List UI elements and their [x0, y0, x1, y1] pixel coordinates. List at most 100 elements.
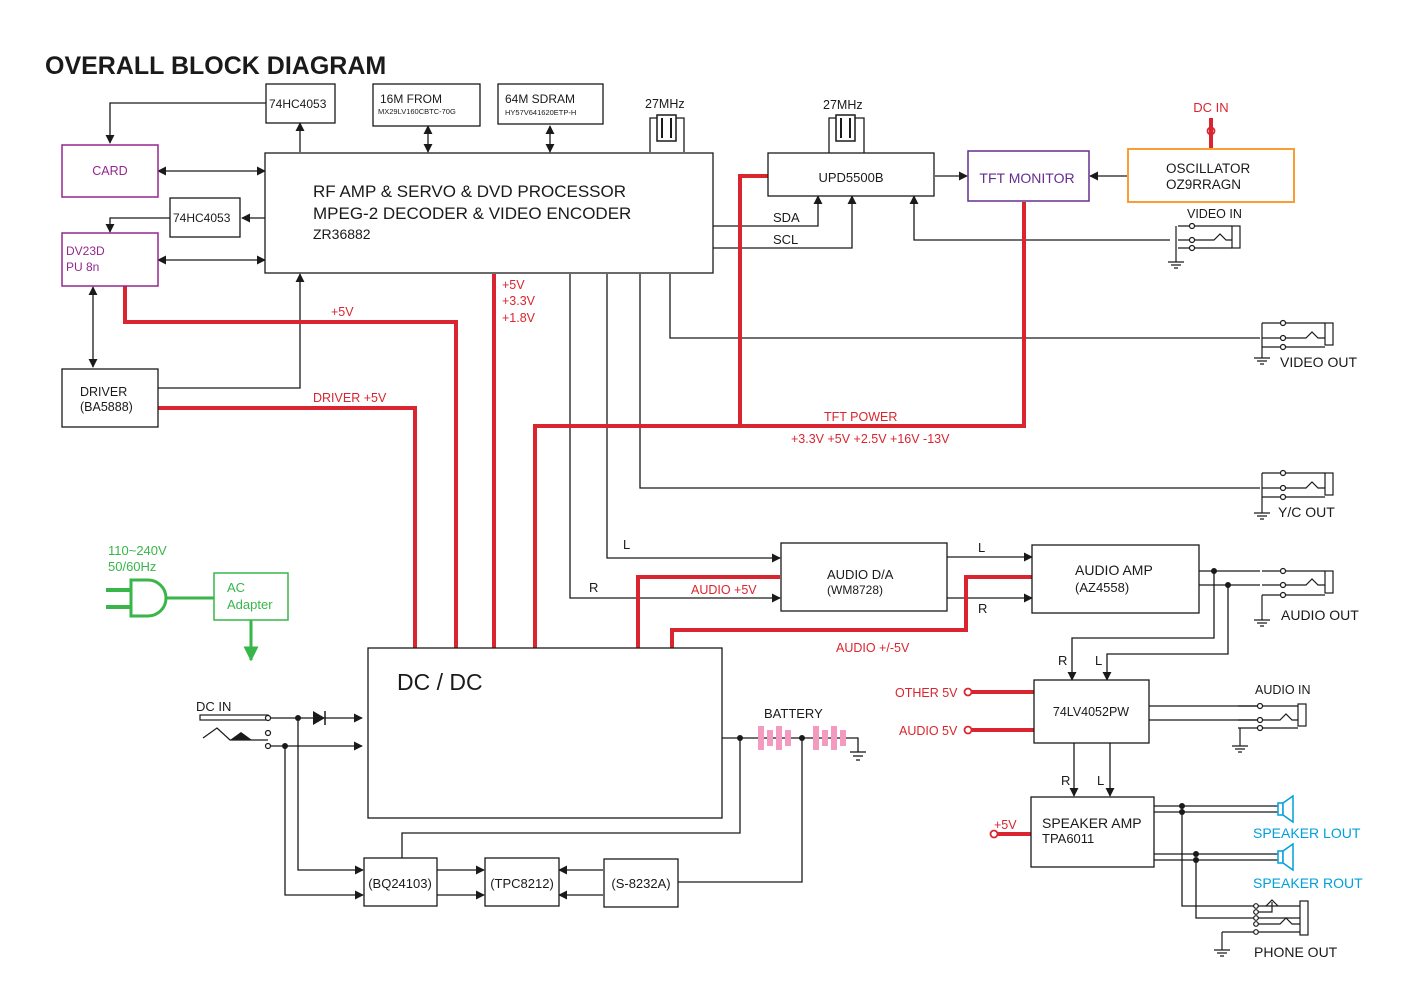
- block-74hc4053-top-label: 74HC4053: [269, 97, 327, 111]
- label-l-amp-in: L: [978, 540, 985, 555]
- label-l-da-in: L: [623, 537, 630, 552]
- yc-out-jack: [1254, 469, 1334, 520]
- block-oscillator-line2: OZ9RRAGN: [1166, 177, 1241, 192]
- power-label-tft-rails: +3.3V +5V +2.5V +16V -13V: [791, 432, 950, 446]
- power-label-proc-3v3: +3.3V: [502, 294, 536, 308]
- power-label-5v: +5V: [331, 305, 354, 319]
- audio-in-jack: [1232, 702, 1307, 753]
- label-r-da-in: R: [589, 580, 598, 595]
- label-r-spk-in: R: [1061, 773, 1070, 788]
- block-dcdc[interactable]: DC / DC: [367, 647, 723, 819]
- block-processor-line3: ZR36882: [313, 226, 371, 242]
- video-out-jack: [1254, 319, 1334, 365]
- block-audio-da-line2: (WM8728): [827, 583, 883, 597]
- block-sdram[interactable]: 64M SDRAM HY57V641620ETP-H: [497, 83, 604, 125]
- block-oscillator[interactable]: OSCILLATOR OZ9RRAGN: [1127, 148, 1295, 203]
- battery-label: BATTERY: [764, 706, 823, 721]
- speaker-lout-icon: [1277, 794, 1294, 824]
- power-label-audio-pm5v: AUDIO +/-5V: [836, 641, 910, 655]
- crystal-2: 27MHz: [823, 98, 863, 142]
- block-74lv4052pw[interactable]: 74LV4052PW: [1033, 679, 1150, 744]
- block-tft-monitor-label: TFT MONITOR: [979, 170, 1074, 186]
- block-74hc4053-mid[interactable]: 74HC4053: [169, 197, 241, 238]
- block-audio-da[interactable]: AUDIO D/A (WM8728): [780, 542, 948, 612]
- block-driver-line1: DRIVER: [80, 385, 127, 399]
- block-audio-amp-line1: AUDIO AMP: [1075, 562, 1153, 578]
- dc-in-left-label: DC IN: [196, 699, 231, 714]
- speaker-lout-label: SPEAKER LOUT: [1253, 825, 1361, 841]
- junction-dots: [282, 568, 1231, 863]
- power-labels: +5V DRIVER +5V +5V +3.3V +1.8V TFT POWER…: [313, 278, 1017, 832]
- block-audio-amp-line2: (AZ4558): [1075, 580, 1129, 595]
- block-processor-line1: RF AMP & SERVO & DVD PROCESSOR: [313, 182, 626, 201]
- block-ac-adapter-line2: Adapter: [227, 597, 273, 612]
- video-out-label: VIDEO OUT: [1280, 354, 1357, 370]
- block-dcdc-label: DC / DC: [397, 669, 483, 695]
- block-bq24103-label: (BQ24103): [368, 876, 432, 891]
- power-label-audio5v: AUDIO +5V: [691, 583, 757, 597]
- block-from-line2: MX29LV160CBTC-70G: [378, 107, 456, 116]
- mains-line1: 110~240V: [108, 543, 167, 558]
- block-74hc4053-top[interactable]: 74HC4053: [265, 83, 336, 124]
- block-upd5500b[interactable]: UPD5500B: [767, 152, 935, 197]
- audio-out-jack: [1254, 567, 1334, 627]
- block-tft-monitor[interactable]: TFT MONITOR: [967, 150, 1090, 202]
- block-ac-adapter[interactable]: AC Adapter: [213, 572, 289, 662]
- block-speaker-amp-line1: SPEAKER AMP: [1042, 815, 1142, 831]
- block-pickup-line1: DV23D: [66, 244, 105, 258]
- dc-in-top-label: DC IN: [1193, 100, 1228, 115]
- signal-wires: [88, 102, 1278, 919]
- block-s8232a[interactable]: (S-8232A): [603, 858, 679, 908]
- power-label-tft: TFT POWER: [824, 410, 897, 424]
- block-driver-line2: (BA5888): [80, 400, 133, 414]
- block-pickup[interactable]: DV23D PU 8n: [61, 232, 159, 287]
- block-from[interactable]: 16M FROM MX29LV160CBTC-70G: [372, 83, 481, 127]
- block-processor-line2: MPEG-2 DECODER & VIDEO ENCODER: [313, 204, 631, 223]
- block-tpc8212-label: (TPC8212): [490, 876, 554, 891]
- label-l-spk-in: L: [1097, 773, 1104, 788]
- block-sdram-line1: 64M SDRAM: [505, 92, 575, 106]
- power-label-other5v: OTHER 5V: [895, 686, 958, 700]
- block-audio-amp[interactable]: AUDIO AMP (AZ4558): [1031, 544, 1200, 614]
- power-label-driver: DRIVER +5V: [313, 391, 387, 405]
- label-r-amp-in: R: [978, 601, 987, 616]
- block-processor[interactable]: RF AMP & SERVO & DVD PROCESSOR MPEG-2 DE…: [264, 152, 714, 274]
- battery-symbol: BATTERY: [755, 706, 866, 761]
- label-r-switch-in: R: [1058, 653, 1067, 668]
- block-sdram-line2: HY57V641620ETP-H: [505, 108, 576, 117]
- block-audio-da-line1: AUDIO D/A: [827, 567, 894, 582]
- block-74lv4052pw-label: 74LV4052PW: [1053, 705, 1129, 719]
- block-tpc8212[interactable]: (TPC8212): [484, 857, 560, 907]
- power-label-proc-1v8: +1.8V: [502, 311, 536, 325]
- speaker-rout-label: SPEAKER ROUT: [1253, 875, 1363, 891]
- audio-in-label: AUDIO IN: [1255, 683, 1311, 697]
- block-card[interactable]: CARD: [61, 144, 159, 198]
- diagram-title: OVERALL BLOCK DIAGRAM: [45, 52, 386, 80]
- block-speaker-amp-line2: TPA6011: [1042, 831, 1094, 846]
- block-ac-adapter-line1: AC: [227, 580, 245, 595]
- mains-line2: 50/60Hz: [108, 559, 156, 574]
- block-upd5500b-label: UPD5500B: [818, 170, 883, 185]
- video-in-jack: [1168, 222, 1241, 269]
- power-label-proc-5v: +5V: [502, 278, 525, 292]
- block-card-label: CARD: [92, 164, 127, 178]
- mains-plug: 110~240V 50/60Hz: [106, 543, 214, 618]
- scl-label: SCL: [773, 232, 798, 247]
- block-s8232a-label: (S-8232A): [611, 876, 670, 891]
- power-wires: [123, 174, 1034, 836]
- sda-label: SDA: [773, 210, 800, 225]
- crystal-1-label: 27MHz: [645, 97, 685, 111]
- phone-out-jack: [1214, 899, 1309, 957]
- crystal-2-label: 27MHz: [823, 98, 863, 112]
- block-oscillator-line1: OSCILLATOR: [1166, 161, 1251, 176]
- block-driver[interactable]: DRIVER (BA5888): [61, 368, 159, 428]
- audio-out-label: AUDIO OUT: [1281, 607, 1359, 623]
- crystal-1: 27MHz: [645, 97, 685, 142]
- speaker-rout-icon: [1277, 842, 1294, 872]
- block-bq24103[interactable]: (BQ24103): [363, 857, 438, 907]
- block-speaker-amp[interactable]: SPEAKER AMP TPA6011: [1030, 796, 1155, 868]
- phone-out-label: PHONE OUT: [1254, 944, 1338, 960]
- dc-in-jack: DC IN: [196, 699, 272, 750]
- label-l-switch-in: L: [1095, 653, 1102, 668]
